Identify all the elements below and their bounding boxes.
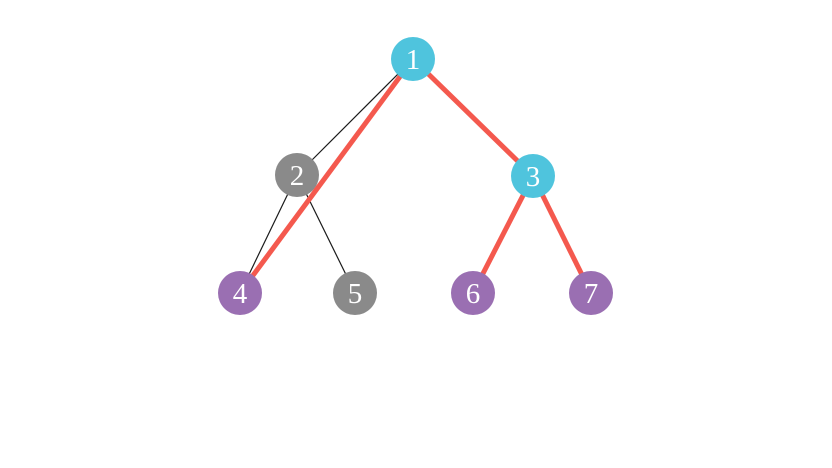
edge-1-3 xyxy=(411,57,535,178)
node-1: 1 xyxy=(391,37,435,81)
node-circle-6 xyxy=(451,271,495,315)
node-3: 3 xyxy=(511,154,555,198)
node-circle-1 xyxy=(391,37,435,81)
node-circle-2 xyxy=(275,153,319,197)
node-circle-3 xyxy=(511,154,555,198)
node-6: 6 xyxy=(451,271,495,315)
node-circle-4 xyxy=(218,271,262,315)
node-circle-7 xyxy=(569,271,613,315)
node-5: 5 xyxy=(333,271,377,315)
node-circle-5 xyxy=(333,271,377,315)
edge-1-4 xyxy=(237,57,416,295)
node-7: 7 xyxy=(569,271,613,315)
node-4: 4 xyxy=(218,271,262,315)
edge-1-2 xyxy=(296,58,414,176)
node-2: 2 xyxy=(275,153,319,197)
